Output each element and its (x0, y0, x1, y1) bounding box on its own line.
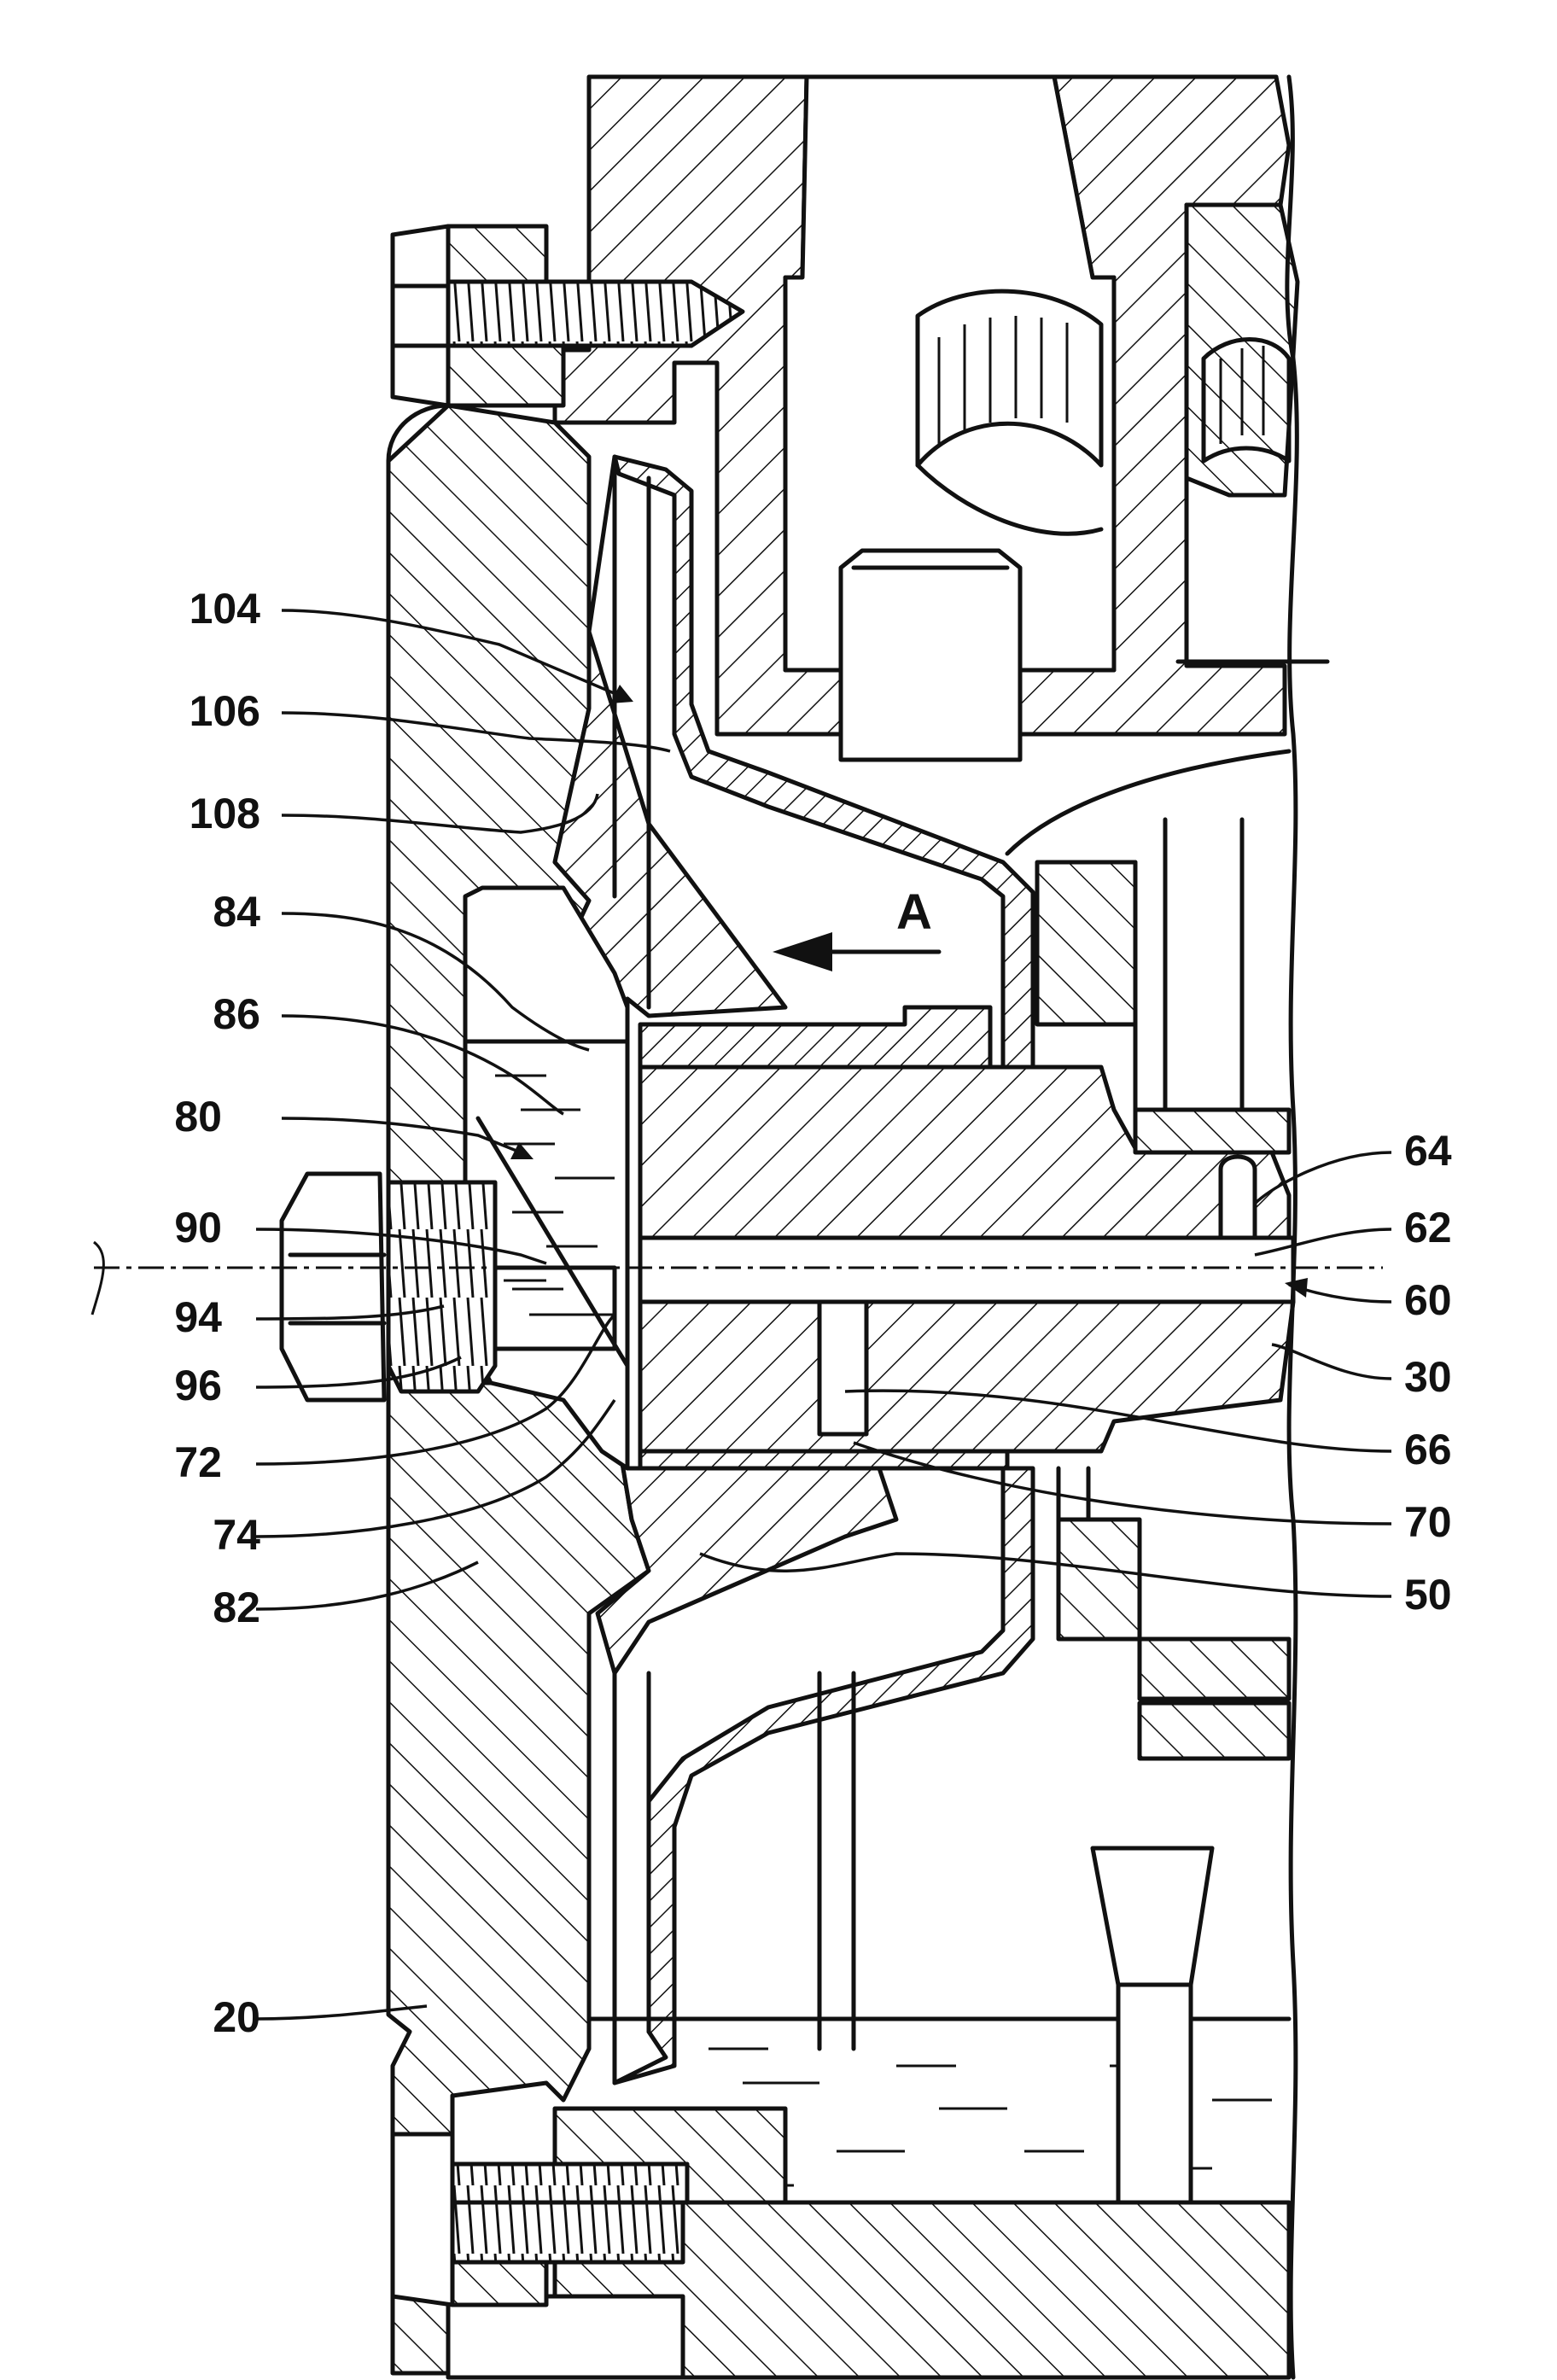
label-64: 64 (1404, 1127, 1452, 1175)
label-82: 82 (213, 1584, 260, 1631)
flow-arrow-a: A (773, 884, 939, 971)
label-96: 96 (174, 1362, 222, 1409)
arrow-label: A (896, 884, 932, 940)
label-104: 104 (190, 585, 261, 633)
label-74: 74 (213, 1511, 260, 1559)
label-84: 84 (213, 888, 260, 936)
label-60: 60 (1404, 1276, 1452, 1324)
label-106: 106 (190, 687, 260, 735)
label-72: 72 (174, 1438, 222, 1486)
upper-housing (555, 77, 1289, 760)
label-94: 94 (174, 1293, 222, 1341)
label-66: 66 (1404, 1426, 1452, 1473)
label-80: 80 (174, 1093, 222, 1140)
label-90: 90 (174, 1204, 222, 1251)
label-30: 30 (1404, 1353, 1452, 1401)
label-108: 108 (190, 790, 260, 837)
label-86: 86 (213, 990, 260, 1038)
label-62: 62 (1404, 1204, 1452, 1251)
label-50: 50 (1404, 1571, 1452, 1619)
right-housing (1178, 205, 1327, 662)
label-20: 20 (213, 1993, 260, 2041)
label-70: 70 (1404, 1498, 1452, 1546)
